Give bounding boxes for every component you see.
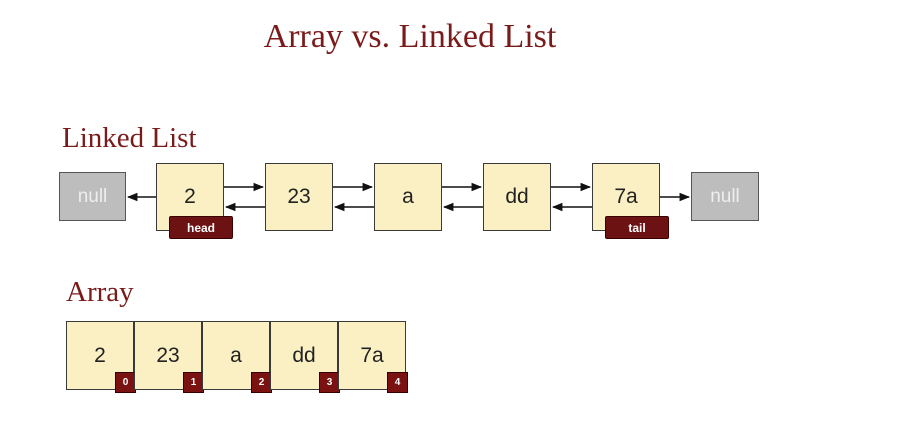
array-cell-value: 2 xyxy=(94,344,106,367)
array-index-badge: 2 xyxy=(251,372,272,393)
page-title: Array vs. Linked List xyxy=(263,18,557,55)
array-cell-value: a xyxy=(230,344,242,367)
array-cell-value: 23 xyxy=(156,344,180,367)
array-cell: dd 3 xyxy=(270,321,340,393)
array-index-badge: 0 xyxy=(115,372,136,393)
array-cell: 2 0 xyxy=(66,321,136,393)
array-cell: 7a 4 xyxy=(338,321,408,393)
array-cell: a 2 xyxy=(202,321,272,393)
array-cell: 23 1 xyxy=(134,321,204,393)
tail-label: tail xyxy=(605,216,669,239)
array-index-badge: 4 xyxy=(387,372,408,393)
array-cell-value: dd xyxy=(292,344,316,367)
linked-list-node: a xyxy=(374,163,442,231)
array-cell-value: 7a xyxy=(360,344,384,367)
array-heading: Array xyxy=(66,276,134,308)
null-left-box: null xyxy=(59,172,126,221)
null-right-box: null xyxy=(691,172,759,221)
linked-list-node: dd xyxy=(483,163,551,231)
head-label: head xyxy=(169,216,233,239)
linked-list-node: 23 xyxy=(265,163,333,231)
array-index-badge: 3 xyxy=(319,372,340,393)
array-index-badge: 1 xyxy=(183,372,204,393)
linked-list-heading: Linked List xyxy=(62,122,197,154)
